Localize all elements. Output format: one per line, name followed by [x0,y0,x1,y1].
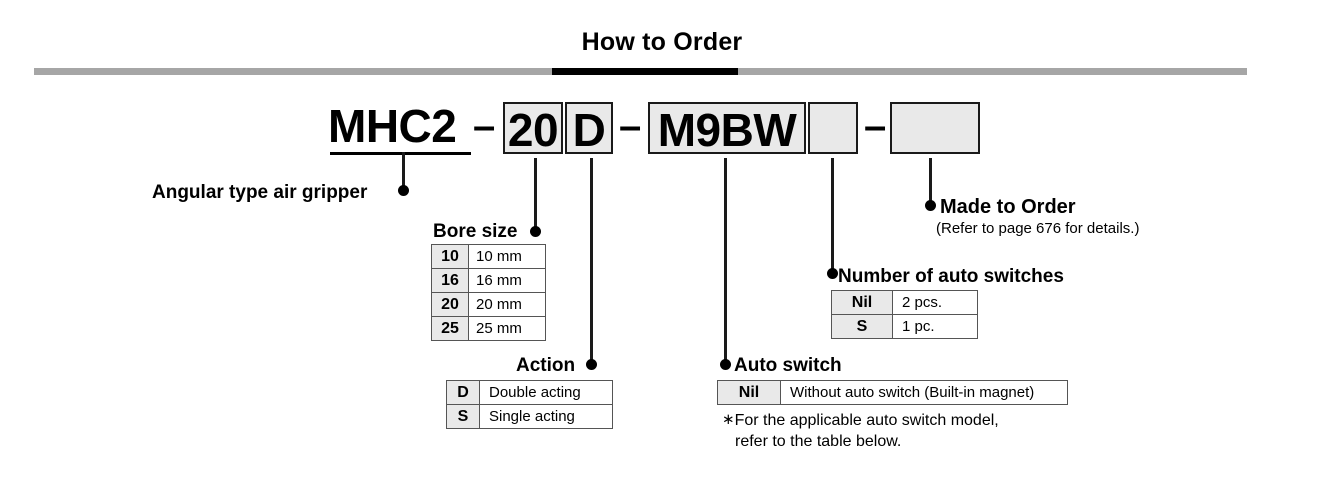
code-box-action[interactable]: D [565,102,613,156]
footnote-line-1: For the applicable auto switch model, [734,412,999,429]
table-row: S Single acting [446,404,613,429]
callout-action: Action [516,355,576,376]
code-dash-1: – [473,104,496,148]
callout-gripper: Angular type air gripper [152,182,368,203]
bullet-gripper [398,185,409,196]
callout-number-of-switches: Number of auto switches [838,266,1064,287]
code-box-bore[interactable]: 20 [503,102,563,156]
table-action: D Double acting S Single acting [446,380,613,429]
bullet-bore-size [530,226,541,237]
bore-size-desc: 25 mm [468,316,546,341]
bore-size-code: 10 [431,244,469,269]
auto-switch-code: Nil [717,380,781,405]
leader-line-gripper [402,152,405,190]
leader-line-auto-switch [724,158,727,364]
switch-qty-code: Nil [831,290,893,315]
bullet-made-to-order [925,200,936,211]
table-row: 25 25 mm [431,316,546,341]
table-number-of-switches: Nil 2 pcs. S 1 pc. [831,290,978,339]
leader-line-bore-size [534,158,537,231]
bore-size-desc: 16 mm [468,268,546,293]
leader-line-action [590,158,593,364]
switch-qty-desc: 2 pcs. [892,290,978,315]
code-box-made-to-order[interactable] [890,102,980,154]
made-to-order-note: (Refer to page 676 for details.) [936,220,1140,237]
bore-size-desc: 20 mm [468,292,546,317]
bullet-number-of-switches [827,268,838,279]
asterisk-icon: ∗ [722,411,735,428]
auto-switch-footnote: ∗For the applicable auto switch model, r… [722,409,999,452]
auto-switch-desc: Without auto switch (Built-in magnet) [780,380,1068,405]
code-box-switch-qty[interactable] [808,102,858,154]
leader-line-made-to-order [929,158,932,205]
code-prefix: MHC2 [328,100,457,152]
footnote-line-2: refer to the table below. [735,433,902,450]
bore-size-code: 16 [431,268,469,293]
table-row: 20 20 mm [431,292,546,317]
action-desc: Double acting [479,380,613,405]
table-auto-switch: Nil Without auto switch (Built-in magnet… [717,380,1068,405]
action-code: S [446,404,480,429]
bore-size-desc: 10 mm [468,244,546,269]
model-code-row: MHC2 – 20 D – M9BW – [0,98,1324,158]
action-desc: Single acting [479,404,613,429]
bullet-auto-switch [720,359,731,370]
bore-size-code: 20 [431,292,469,317]
action-code: D [446,380,480,405]
switch-qty-code: S [831,314,893,339]
callout-auto-switch: Auto switch [734,355,842,376]
leader-line-number-of-switches [831,158,834,271]
table-bore-size: 10 10 mm 16 16 mm 20 20 mm 25 25 mm [431,244,546,341]
code-prefix-underline [330,152,471,155]
code-box-auto-switch[interactable]: M9BW [648,102,806,156]
table-row: Nil 2 pcs. [831,290,978,315]
bore-size-code: 25 [431,316,469,341]
table-row: D Double acting [446,380,613,405]
switch-qty-desc: 1 pc. [892,314,978,339]
header-rule-black [552,68,738,75]
bullet-action [586,359,597,370]
table-row: Nil Without auto switch (Built-in magnet… [717,380,1068,405]
table-row: 16 16 mm [431,268,546,293]
callout-made-to-order: Made to Order [940,196,1076,218]
code-dash-2: – [619,104,642,148]
page-title: How to Order [581,28,743,56]
code-dash-3: – [864,104,887,148]
table-row: S 1 pc. [831,314,978,339]
callout-bore-size: Bore size [433,221,518,242]
table-row: 10 10 mm [431,244,546,269]
